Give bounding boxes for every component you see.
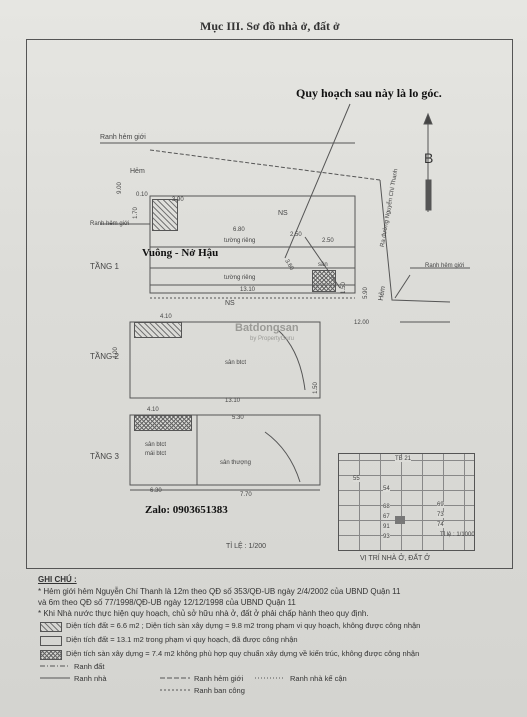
legend-ranh-hem-gioi: Ranh hẻm giới: [194, 674, 244, 683]
nonconforming-area-1: [312, 270, 336, 292]
legend-ranh-ban-cong: Ranh ban công: [194, 686, 245, 695]
page-title: Mục III. Sơ đồ nhà ở, đất ở: [200, 19, 340, 33]
label-floor-2: TẦNG 2: [90, 352, 119, 361]
planning-zone-hatch-1: [152, 199, 178, 231]
location-num-1: 54: [383, 486, 390, 492]
dim-13-10a: 13.10: [240, 287, 256, 293]
label-mai-btct: mái btct: [145, 451, 167, 457]
notes-line-1: * Hẻm giới hẻm Nguyễn Chí Thanh là 12m t…: [38, 587, 401, 596]
legend-text-2: Diện tích đất = 13.1 m2 trong phạm vi qu…: [66, 635, 298, 644]
location-title: VỊ TRÍ NHÀ Ở, ĐẤT Ở: [360, 555, 431, 562]
watermark-sub: by PropertyGuru: [250, 336, 295, 342]
contact-text: Zalo: 0903651383: [145, 504, 228, 516]
legend-text-1: Diện tích đất = 6.6 m2 ; Diện tích sàn x…: [66, 621, 421, 630]
label-floor-1: TẦNG 1: [90, 262, 119, 271]
dim-0-10: 0.10: [136, 192, 148, 198]
label-tuong-rieng-2: tường riêng: [224, 275, 256, 281]
dim-4-10b: 4.10: [147, 407, 159, 413]
location-num-2: 68: [383, 504, 390, 510]
location-num-8: 74: [437, 522, 444, 528]
legend-swatch-2: [40, 636, 62, 646]
dim-12-00: 12.00: [354, 320, 370, 326]
label-ranh-hem-gioi-left: Ranh hẻm giới: [90, 221, 130, 227]
dim-7-70: 7.70: [240, 492, 252, 498]
corner-name: Vuông - Nở Hậu: [142, 247, 219, 259]
dim-6-30: 6.30: [150, 488, 162, 494]
scale-text: TỈ LỆ : 1/200: [226, 543, 267, 550]
location-num-5: 93: [383, 534, 390, 540]
location-num-3: 67: [383, 514, 390, 520]
legend-swatch-1: [40, 622, 62, 632]
label-san-thuong: sân thượng: [220, 460, 251, 466]
dim-5-30: 5.30: [232, 415, 244, 421]
dim-4-10a: 4.10: [160, 314, 172, 320]
label-ranh-hem-gioi-right: Ranh hẻm giới: [425, 263, 465, 269]
location-lot: TB 21: [395, 456, 412, 462]
watermark: Batdongsan: [235, 322, 299, 334]
north-label: B: [424, 150, 434, 166]
label-ranh-hem-gioi-top: Ranh hẻm giới: [100, 134, 146, 141]
dim-13-10b: 13.10: [225, 398, 241, 404]
top-note: Quy hoạch sau này là lo góc.: [296, 86, 442, 100]
location-marker: [395, 516, 405, 524]
notes-heading: GHI CHÚ :: [38, 575, 77, 584]
planning-zone-hatch-2: [134, 322, 182, 338]
legend-ranh-nha: Ranh nhà: [74, 674, 107, 683]
location-num-6: 69: [437, 502, 444, 508]
dim-2-50b: 2.50: [322, 238, 334, 244]
notes-line-2: và 6m theo QĐ số 77/1998/QĐ-UB ngày 12/1…: [38, 598, 296, 607]
label-san: sân: [318, 262, 328, 268]
label-hem-top: Hẻm: [130, 168, 145, 175]
legend-text-3: Diện tích sàn xây dựng = 7.4 m2 không ph…: [66, 649, 420, 658]
label-san-btct-mai: sân btct: [145, 442, 167, 448]
label-floor-3: TẦNG 3: [90, 452, 119, 461]
location-num-7: 73: [437, 512, 444, 518]
label-ns-2: NS: [225, 300, 235, 307]
notes-line-3: * Khi Nhà nước thực hiện quy hoạch, chủ …: [38, 609, 369, 618]
nonconforming-area-2: [134, 415, 192, 431]
dim-6-80: 6.80: [233, 227, 245, 233]
label-ns-1: NS: [278, 210, 288, 217]
legend-ranh-nha-ke-can: Ranh nhà kế cận: [290, 674, 347, 683]
label-san-btct: sân btct: [225, 360, 247, 366]
location-num-4: 91: [383, 524, 390, 530]
dim-2-50a: 2.50: [290, 232, 302, 238]
label-tuong-rieng-1: tường riêng: [224, 238, 256, 244]
drawing-frame: [26, 39, 513, 569]
dim-3-90: 3.90: [172, 197, 184, 203]
legend-swatch-3: [40, 650, 62, 660]
location-map: TB 21 55 54 68 67 91 93 69 73 74: [338, 453, 475, 551]
legend-ranh-dat: Ranh đất: [74, 662, 105, 671]
location-num-0: 55: [353, 476, 360, 482]
location-scale: Tỉ lệ : 1/1000: [440, 532, 475, 538]
